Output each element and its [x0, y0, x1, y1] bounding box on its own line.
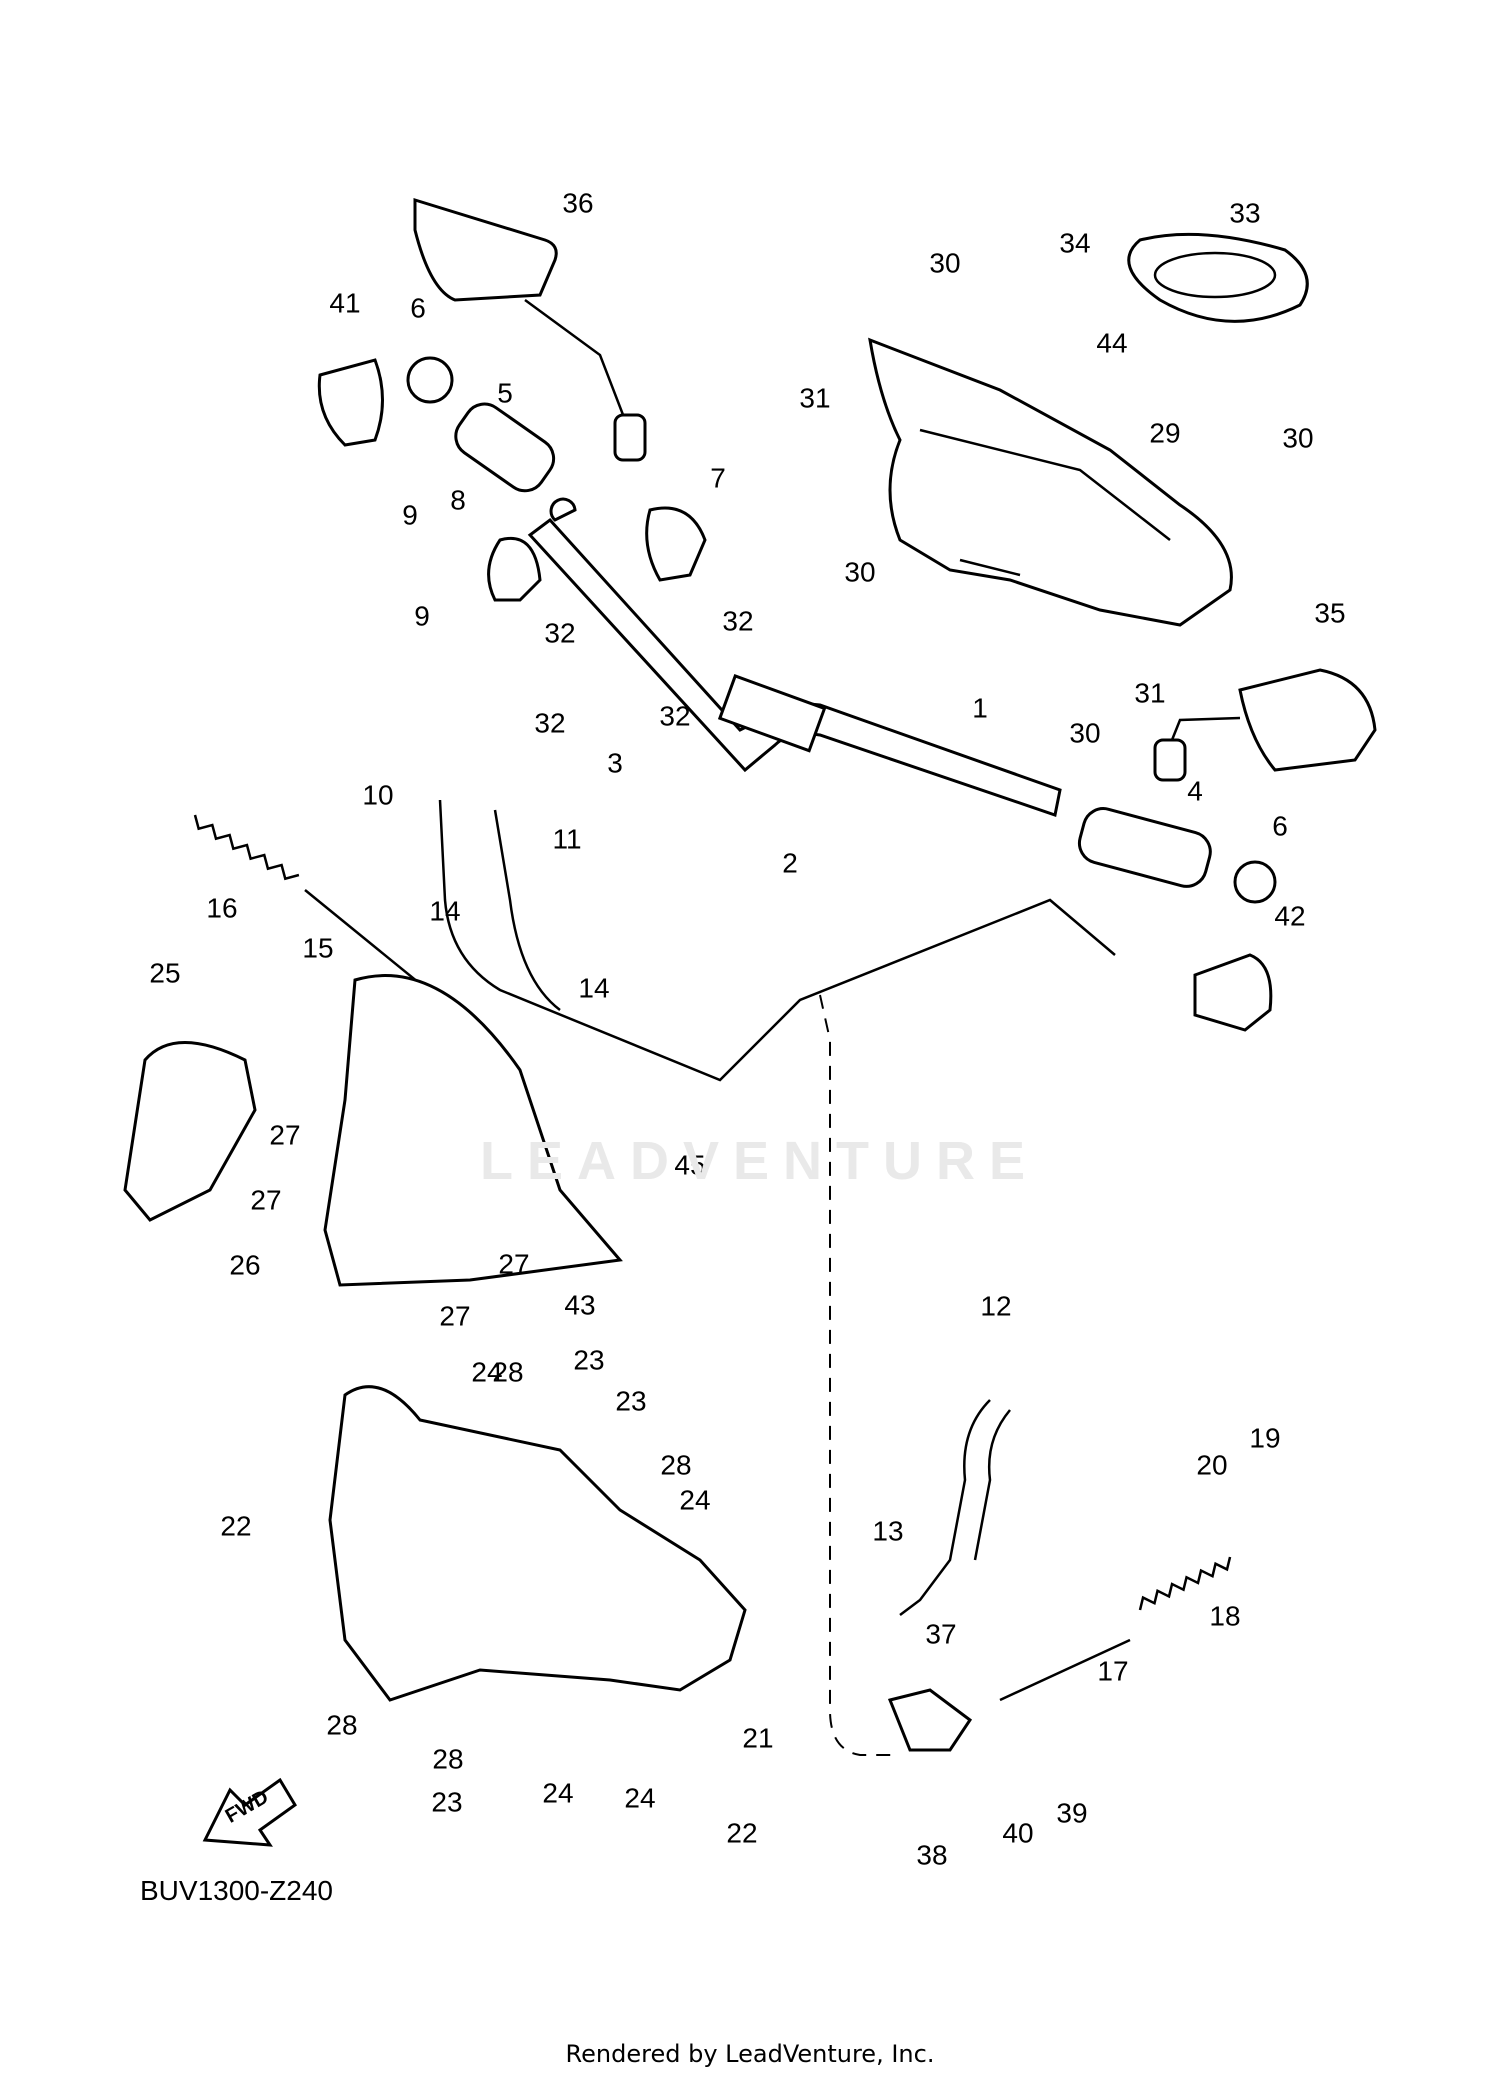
- callout-c1: 1: [972, 692, 988, 723]
- callout-c23a: 23: [573, 1344, 604, 1375]
- switch-right: [1193, 953, 1273, 1032]
- callout-c36: 36: [562, 187, 593, 218]
- callout-c30d: 30: [1069, 717, 1100, 748]
- holder-lower: [487, 537, 542, 602]
- callout-c32a: 32: [544, 617, 575, 648]
- holder-upper: [645, 506, 707, 582]
- callout-c10: 10: [362, 779, 393, 810]
- front-cover: [328, 1385, 747, 1702]
- callout-c40: 40: [1002, 1817, 1033, 1848]
- callout-c20: 20: [1196, 1449, 1227, 1480]
- callout-c22b: 22: [726, 1817, 757, 1848]
- callout-c39: 39: [1056, 1797, 1087, 1828]
- callout-c11: 11: [552, 823, 581, 854]
- callout-c42: 42: [1274, 900, 1305, 931]
- callout-c30c: 30: [844, 556, 875, 587]
- callout-c17: 17: [1097, 1655, 1128, 1686]
- callout-c16: 16: [206, 892, 237, 923]
- callout-c27a: 27: [269, 1119, 300, 1150]
- watermark: LEADVENTURE: [480, 1131, 1040, 1191]
- callout-c5: 5: [497, 377, 513, 408]
- callout-c6b: 6: [1272, 810, 1288, 841]
- fwd-arrow-icon: FWD: [202, 1777, 297, 1847]
- callout-c13: 13: [872, 1515, 903, 1546]
- callout-c32d: 32: [659, 700, 690, 731]
- grip-right: [1077, 807, 1212, 888]
- callout-c33: 33: [1229, 197, 1260, 228]
- panel-25: [123, 1041, 257, 1222]
- callout-c28b: 28: [660, 1449, 691, 1480]
- callout-c3: 3: [607, 747, 623, 778]
- callout-c32b: 32: [722, 605, 753, 636]
- callout-c24d: 24: [624, 1782, 655, 1813]
- callout-c2: 2: [782, 847, 798, 878]
- callout-c35: 35: [1314, 597, 1345, 628]
- callout-c37: 37: [925, 1618, 956, 1649]
- callout-c7: 7: [710, 462, 726, 493]
- callout-c23c: 23: [431, 1786, 462, 1817]
- grip-left: [454, 402, 556, 493]
- brake-hose-2: [973, 1409, 1011, 1561]
- callout-c8: 8: [450, 484, 466, 515]
- callout-c12: 12: [980, 1290, 1011, 1321]
- callout-c27b: 27: [250, 1184, 281, 1215]
- callout-c31a: 31: [799, 382, 830, 413]
- callout-c24a: 24: [471, 1356, 502, 1387]
- callout-c28c: 28: [326, 1709, 357, 1740]
- callout-c27d: 27: [439, 1300, 470, 1331]
- callout-c19: 19: [1249, 1422, 1280, 1453]
- callout-c24b: 24: [679, 1484, 710, 1515]
- callout-c43: 43: [564, 1289, 595, 1320]
- mirror-right: [1153, 668, 1377, 782]
- callout-c30b: 30: [1282, 422, 1313, 453]
- callout-c30a: 30: [929, 247, 960, 278]
- callout-c32c: 32: [534, 707, 565, 738]
- bracket-37: [887, 1688, 973, 1752]
- cable-2: [493, 809, 561, 1011]
- callout-c15: 15: [302, 932, 333, 963]
- cable-route: [819, 994, 900, 1756]
- callout-c23b: 23: [615, 1385, 646, 1416]
- callout-c27c: 27: [498, 1248, 529, 1279]
- spring-16: [193, 814, 300, 881]
- switch-left: [317, 358, 384, 447]
- windshield: [323, 974, 623, 1287]
- rendered-by: Rendered by LeadVenture, Inc.: [565, 2040, 935, 2068]
- callout-c38: 38: [916, 1839, 947, 1870]
- bar-end-left: [406, 356, 454, 404]
- handlebar-cover: [868, 337, 1233, 627]
- callout-c24c: 24: [542, 1777, 573, 1808]
- callout-c44: 44: [1096, 327, 1127, 358]
- meter-cover: [1127, 232, 1309, 323]
- callout-c22a: 22: [220, 1510, 251, 1541]
- callout-c9b: 9: [414, 600, 430, 631]
- callout-c9a: 9: [402, 499, 418, 530]
- callout-c25: 25: [149, 957, 180, 988]
- callout-c21: 21: [742, 1722, 773, 1753]
- callout-c41: 41: [329, 287, 360, 318]
- callout-c6a: 6: [410, 292, 426, 323]
- brake-hose: [899, 1399, 991, 1616]
- callout-c14a: 14: [429, 895, 460, 926]
- callout-c31b: 31: [1134, 677, 1165, 708]
- diagram-code: BUV1300-Z240: [140, 1875, 334, 1906]
- callout-c18: 18: [1209, 1600, 1240, 1631]
- callout-c14b: 14: [578, 972, 609, 1003]
- callout-c34: 34: [1059, 227, 1090, 258]
- callout-c26: 26: [229, 1249, 260, 1280]
- bar-end-right: [1233, 860, 1277, 904]
- callout-c28a: 28: [492, 1356, 523, 1387]
- callout-c45: 45: [674, 1149, 705, 1180]
- callout-c29: 29: [1149, 417, 1180, 448]
- mirror-left: [413, 197, 647, 462]
- callout-c4: 4: [1187, 775, 1203, 806]
- handlebar: [527, 497, 1062, 817]
- cable-17: [999, 1638, 1131, 1702]
- spring-18: [1138, 1556, 1232, 1611]
- callout-c28d: 28: [432, 1743, 463, 1774]
- cable-throttle: [438, 799, 1116, 1082]
